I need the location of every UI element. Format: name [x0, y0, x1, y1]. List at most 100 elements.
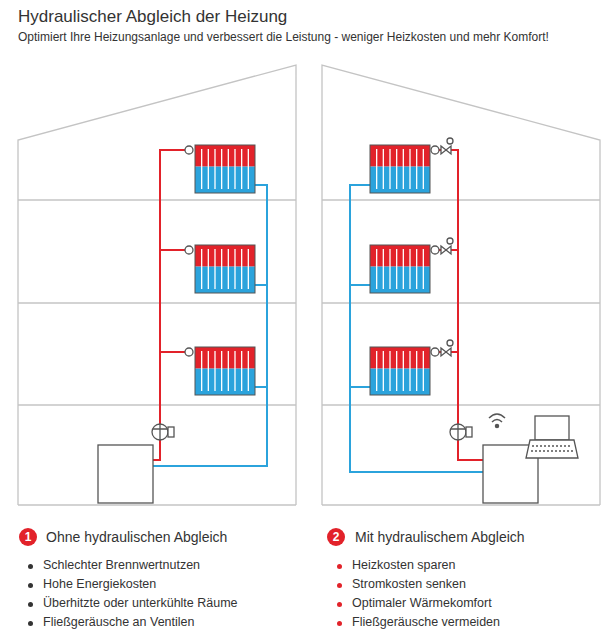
- pipes-left: [153, 150, 267, 466]
- bullet-dot: [28, 621, 33, 626]
- radiator-fin: [403, 249, 404, 289]
- radiators: [195, 145, 430, 395]
- radiator-fin: [208, 249, 209, 289]
- radiator-hot: [370, 145, 430, 167]
- radiator-fin: [389, 249, 390, 289]
- callout-number: 1: [25, 530, 32, 544]
- radiator-fin: [423, 249, 424, 289]
- radiator-fin: [396, 149, 397, 189]
- radiator-outline: [370, 347, 430, 395]
- radiator-fin: [201, 249, 202, 289]
- laptop-icon: [526, 416, 578, 458]
- radiator-fin: [221, 351, 222, 391]
- radiator-fin: [234, 249, 235, 289]
- radiator-fin: [214, 149, 215, 189]
- callout-circle: 2: [327, 528, 345, 546]
- bullet-dot: [28, 564, 33, 569]
- radiator-fin: [208, 149, 209, 189]
- radiator-cold: [370, 267, 430, 293]
- callout-circle: 1: [19, 528, 37, 546]
- radiator-fin: [248, 249, 249, 289]
- subtitle: Optimiert Ihre Heizungsanlage und verbes…: [18, 30, 549, 44]
- radiator-fin: [416, 351, 417, 391]
- radiator-outline: [195, 347, 255, 395]
- radiator-fin: [201, 149, 202, 189]
- radiator-fin: [396, 249, 397, 289]
- bullet-dot: [337, 583, 342, 588]
- wifi-icon: [489, 414, 505, 428]
- radiator-fin: [208, 351, 209, 391]
- radiator-fin: [416, 149, 417, 189]
- list-item: Stromkosten senken: [352, 577, 466, 592]
- radiator-fin: [389, 351, 390, 391]
- list-item: Schlechter Brennwertnutzen: [43, 558, 200, 573]
- title: Hydraulischer Abgleich der Heizung: [18, 7, 287, 27]
- radiator-fin: [383, 249, 384, 289]
- list-item: Hohe Energiekosten: [43, 577, 156, 592]
- list-item: Fließgeräusche an Ventilen: [43, 615, 194, 630]
- radiator-fin: [228, 149, 229, 189]
- radiator-fin: [241, 149, 242, 189]
- radiator-fin: [416, 249, 417, 289]
- radiator-fin: [409, 249, 410, 289]
- radiator-fin: [403, 351, 404, 391]
- radiator-cold: [370, 369, 430, 395]
- radiator-cold: [195, 369, 255, 395]
- pump: [152, 424, 472, 440]
- radiator-fin: [409, 351, 410, 391]
- radiator-fin: [241, 249, 242, 289]
- radiator-fin: [383, 149, 384, 189]
- radiator-fin: [214, 249, 215, 289]
- radiator-fin: [201, 351, 202, 391]
- radiator-cold: [195, 167, 255, 193]
- radiator-fin: [376, 149, 377, 189]
- radiator-fin: [396, 351, 397, 391]
- radiator-fin: [241, 351, 242, 391]
- radiator-fin: [234, 351, 235, 391]
- bullet-dot: [28, 602, 33, 607]
- list-heading: Ohne hydraulischen Abgleich: [46, 529, 227, 546]
- radiator-fin: [389, 149, 390, 189]
- house-outlines: [18, 65, 600, 505]
- list-item: Heizkosten sparen: [352, 558, 456, 573]
- radiator-outline: [370, 245, 430, 293]
- list-heading: Mit hydraulischem Abgleich: [355, 529, 525, 546]
- radiator-cold: [195, 267, 255, 293]
- radiator-fin: [228, 249, 229, 289]
- radiator-fin: [234, 149, 235, 189]
- radiator-fin: [221, 249, 222, 289]
- radiator-fin: [214, 351, 215, 391]
- radiator-fin: [248, 351, 249, 391]
- radiator-fin: [423, 351, 424, 391]
- radiator-hot: [195, 145, 255, 167]
- radiator-fin: [376, 351, 377, 391]
- radiator-fin: [221, 149, 222, 189]
- boiler: [98, 445, 153, 503]
- radiator-hot: [370, 347, 430, 369]
- radiator-fin: [403, 149, 404, 189]
- radiator-fin: [228, 351, 229, 391]
- radiator-fin: [376, 249, 377, 289]
- radiator-cold: [370, 167, 430, 193]
- radiator-outline: [195, 145, 255, 193]
- callout-number: 2: [333, 530, 340, 544]
- bullet-dot: [337, 621, 342, 626]
- radiator-fin: [248, 149, 249, 189]
- radiator-hot: [195, 347, 255, 369]
- bullet-dot: [337, 564, 342, 569]
- radiator-fin: [423, 149, 424, 189]
- radiator-hot: [370, 245, 430, 267]
- pipes-right: [350, 150, 483, 472]
- radiator-fin: [409, 149, 410, 189]
- list-item: Fließgeräusche vermeiden: [352, 615, 500, 630]
- list-item: Optimaler Wärmekomfort: [352, 596, 492, 611]
- valves-right: [431, 138, 453, 356]
- list-item: Überhitzte oder unterkühlte Räume: [43, 596, 238, 611]
- radiator-outline: [370, 145, 430, 193]
- radiator-hot: [195, 245, 255, 267]
- valves-left: [185, 146, 193, 356]
- radiator-outline: [195, 245, 255, 293]
- bullet-dot: [337, 602, 342, 607]
- radiator-fin: [383, 351, 384, 391]
